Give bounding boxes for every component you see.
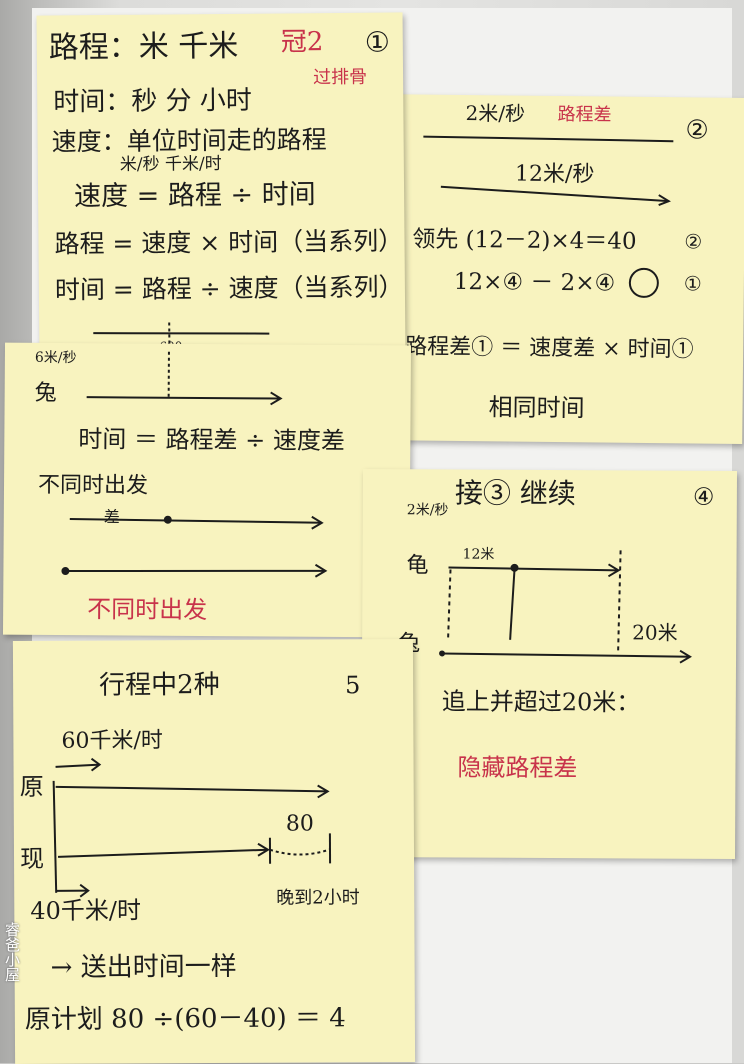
note1-line2: 时间：秒 分 小时 bbox=[53, 88, 252, 116]
sticky-note-2: ② 2米/秒 路程差 12米/秒 领先 (12－2)×4＝40 ② 12×④ －… bbox=[370, 94, 744, 444]
note5-label-a: 原 bbox=[20, 775, 44, 799]
note1-line1: 路程：米 千米 bbox=[49, 32, 239, 64]
sticky-note-5: 行程中2种 5 60千米/时 原 80 现 40千米/时 晚到2小时 → 送出时… bbox=[13, 639, 415, 1064]
note2-speed-a: 2米/秒 bbox=[466, 103, 526, 124]
note1-red-b: 过排骨 bbox=[313, 69, 367, 87]
note4-number: ④ bbox=[693, 485, 715, 509]
note1-line5: 路程 = 速度 × 时间（当系列） bbox=[54, 228, 403, 256]
note4-red-caption: 隐藏路程差 bbox=[457, 756, 577, 781]
note1-line3: 速度：单位时间走的路程 bbox=[52, 127, 327, 154]
note3-animal: 兔 bbox=[35, 383, 57, 405]
note3-formula: 时间 ＝ 路程差 ÷ 速度差 bbox=[78, 427, 345, 453]
note4-caption: 追上并超过20米： bbox=[442, 689, 641, 714]
note5-speed-b: 40千米/时 bbox=[30, 898, 141, 923]
note2-red-label: 路程差 bbox=[558, 106, 612, 125]
note1-line3-sub: 米/秒 千米/时 bbox=[120, 156, 222, 174]
note5-dist: 80 bbox=[286, 813, 314, 835]
note2-rule: 路程差① ＝ 速度差 × 时间① bbox=[405, 336, 694, 361]
note2-calc2: 12×④ － 2×④ bbox=[454, 271, 616, 296]
note1-line4: 速度 = 路程 ÷ 时间 bbox=[74, 181, 316, 210]
note2-caption: 相同时间 bbox=[488, 395, 584, 420]
note3-sub: 不同时出发 bbox=[38, 475, 148, 498]
note5-number: 5 bbox=[345, 673, 360, 697]
note5-calc: 原计划 80 ÷(60－40) ＝ 4 bbox=[25, 1005, 346, 1033]
note3-arrow-label: 差 bbox=[104, 509, 120, 525]
note2-calc-mark: ② bbox=[684, 231, 702, 251]
note2-speed-b: 12米/秒 bbox=[515, 164, 595, 187]
note4-speed: 2米/秒 bbox=[407, 503, 449, 517]
note5-label-b: 现 bbox=[20, 847, 44, 871]
note3-label-top: 6米/秒 bbox=[35, 351, 77, 365]
watermark: 睿爸小屋 bbox=[2, 922, 23, 982]
note5-title: 行程中2种 bbox=[99, 672, 220, 699]
sticky-note-4: 接③ 继续 ④ 2米/秒 龟 12米 20米 兔 追上并超过20米： 隐藏路程差 bbox=[361, 469, 737, 859]
note5-speed-a: 60千米/时 bbox=[61, 730, 163, 753]
note1-red-a: 冠2 bbox=[281, 29, 324, 55]
note3-red-caption: 不同时出发 bbox=[87, 597, 207, 622]
note5-diagram bbox=[13, 639, 415, 1064]
note2-number: ② bbox=[685, 117, 709, 143]
note5-same: → 送出时间一样 bbox=[51, 954, 237, 981]
note4-dist-a: 12米 bbox=[463, 548, 495, 562]
note2-calc: 领先 (12－2)×4＝40 bbox=[412, 228, 637, 253]
note2-calc2-mark: ① bbox=[684, 273, 702, 293]
note4-heading: 接③ 继续 bbox=[455, 480, 576, 509]
note5-late: 晚到2小时 bbox=[276, 889, 360, 907]
sticky-note-3: 6米/秒 兔 时间 ＝ 路程差 ÷ 速度差 不同时出发 差 不同时出发 bbox=[3, 343, 411, 638]
note1-line6: 时间 = 路程 ÷ 速度（当系列） bbox=[55, 274, 404, 302]
sticky-note-1: ① 路程：米 千米 冠2 过排骨 时间：秒 分 小时 速度：单位时间走的路程 米… bbox=[37, 12, 406, 355]
note1-number: ① bbox=[365, 29, 390, 57]
note4-animal-a: 龟 bbox=[406, 555, 428, 577]
note4-diagram bbox=[361, 469, 737, 859]
note4-dist-b: 20米 bbox=[632, 622, 678, 642]
